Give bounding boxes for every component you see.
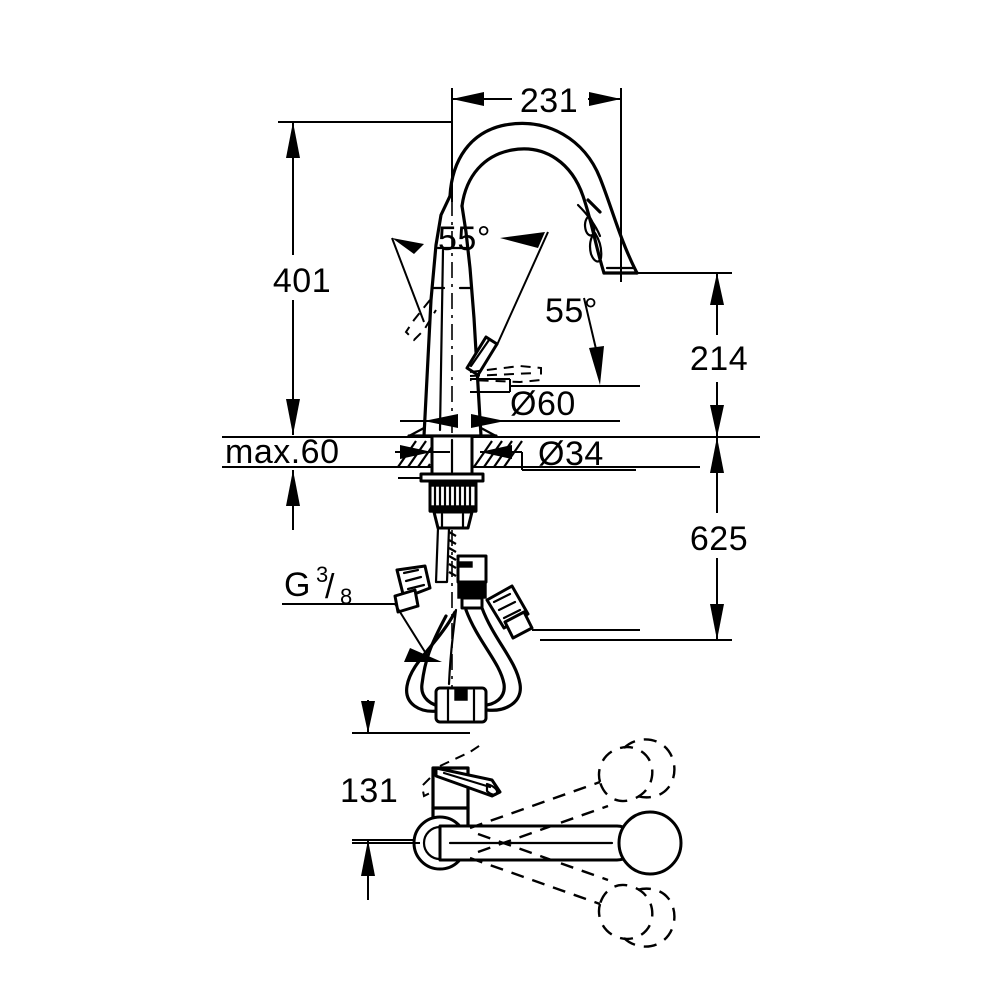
hose-connector-mark xyxy=(459,561,473,568)
d34-arrow-right xyxy=(480,445,512,459)
thread-label-numerator: 3 xyxy=(316,562,329,587)
plan-swivel-head-upper-outer xyxy=(623,738,676,799)
plan-swivel-arm-lower-2 xyxy=(477,832,609,882)
lever-handle-ghost-left xyxy=(404,299,437,342)
thread-label-slash: / xyxy=(325,568,335,606)
anchor-bolt-right-detail xyxy=(492,592,522,620)
dimension-label-d60: Ø60 xyxy=(510,385,576,423)
hose-connector-foot xyxy=(460,596,484,610)
plan-swivel-arm-lower xyxy=(469,856,601,906)
height-arrow-bottom xyxy=(286,399,300,435)
g38-leader-angled xyxy=(394,603,431,661)
fixing-nut-knurl xyxy=(433,483,472,509)
plan-spray-head xyxy=(617,810,683,876)
d131-arrow-top xyxy=(361,701,375,733)
dimension-base-diameter: Ø60 xyxy=(400,378,640,428)
angle-left-leader xyxy=(391,237,425,323)
angle-label-left-55: 55° xyxy=(438,220,491,258)
lever-handle-line xyxy=(469,338,491,368)
reach-arrow-left xyxy=(452,92,484,106)
reach-arrow-right xyxy=(589,92,621,106)
hose-connector xyxy=(456,554,488,584)
d214-arrow-bottom xyxy=(710,405,724,437)
plan-swivel-head-lower-outer xyxy=(623,887,676,948)
angle-right-arrow-2 xyxy=(589,346,604,385)
plan-lever-ghost xyxy=(439,743,483,767)
deck-arrow-up xyxy=(286,470,300,506)
lever-handle-ghost-line xyxy=(469,372,537,377)
faucet-body-column xyxy=(422,194,452,438)
anchor-hardware xyxy=(393,564,640,640)
d625-arrow-top xyxy=(710,437,724,473)
d131-arrow-bottom xyxy=(361,840,375,876)
dimension-shank-diameter: Ø34 xyxy=(395,435,636,473)
plan-swivel-arm-upper xyxy=(469,780,601,830)
d60-arrow-right xyxy=(471,414,505,428)
plan-lever-line xyxy=(442,771,492,789)
plan-view xyxy=(352,738,683,948)
d214-arrow-top xyxy=(710,273,724,305)
height-arrow-top xyxy=(286,122,300,158)
dimension-handle-height: 131 xyxy=(340,700,470,900)
dimension-label-401: 401 xyxy=(273,262,331,300)
elevation-view xyxy=(222,121,760,724)
hose-right-loop-inner xyxy=(464,608,506,707)
spray-head-button xyxy=(583,214,596,237)
thread-connection-label: G 3 / 8 xyxy=(282,562,442,662)
d625-arrow-bottom xyxy=(710,604,724,640)
counterweight-clip xyxy=(454,687,468,701)
angle-right-55: 55° xyxy=(496,231,604,385)
hose-taper xyxy=(447,608,458,686)
spray-head-housing xyxy=(586,198,602,214)
hose-left-loop xyxy=(405,610,457,713)
nut-lower-body xyxy=(432,510,474,530)
hose-left-loop-inner xyxy=(420,614,448,708)
supply-tube-left xyxy=(434,526,451,584)
faucet-base-flange-left xyxy=(407,426,426,438)
lever-handle-ghost-right xyxy=(469,364,542,384)
dimension-total-height: 401 xyxy=(273,121,452,435)
angle-left-55: 55° xyxy=(391,220,491,323)
angle-right-leader xyxy=(496,231,549,346)
dimension-label-625: 625 xyxy=(690,520,748,558)
dimension-label-131: 131 xyxy=(340,772,398,810)
fixing-nut-top-band xyxy=(429,480,477,487)
anchor-bolt-right-screw xyxy=(503,610,534,640)
plan-lever-tip xyxy=(485,782,499,796)
plan-swivel-head-upper xyxy=(597,745,654,803)
hose-right-loop xyxy=(480,606,522,712)
d60-arrow-left xyxy=(424,414,458,428)
spray-head-button-2 xyxy=(588,231,603,263)
faucet-base-flange-right xyxy=(479,426,498,438)
anchor-bolt-left xyxy=(395,564,432,600)
d34-arrow-left xyxy=(400,445,432,459)
g38-arrow xyxy=(404,648,442,662)
dimension-label-214: 214 xyxy=(690,340,748,378)
column-inner-line xyxy=(438,248,445,432)
dimension-outlet-height: 214 xyxy=(637,272,748,437)
plan-swivel-arm-upper-2 xyxy=(477,804,609,854)
anchor-bolt-left-detail xyxy=(402,568,426,591)
dimension-label-max60: max.60 xyxy=(225,433,340,471)
dimension-label-231: 231 xyxy=(520,82,578,120)
dimension-hose-length: 625 xyxy=(540,437,748,641)
spout-outer-curve xyxy=(448,121,639,275)
thread-label-g: G xyxy=(284,566,311,604)
hose-connector-collar xyxy=(457,581,487,599)
thread-label-denominator: 8 xyxy=(340,584,353,609)
plan-swivel-head-lower xyxy=(597,883,654,941)
dimension-deck-thickness: max.60 xyxy=(225,433,340,530)
dimension-spout-reach: 231 xyxy=(451,82,622,282)
plan-lever-ghost-2 xyxy=(420,777,433,798)
angle-label-right-55: 55° xyxy=(545,292,598,330)
spout-inner-curve xyxy=(460,147,606,275)
angle-right-arrow-1 xyxy=(500,232,545,248)
dimension-label-d34: Ø34 xyxy=(538,435,604,473)
angle-left-arrow xyxy=(392,238,424,254)
